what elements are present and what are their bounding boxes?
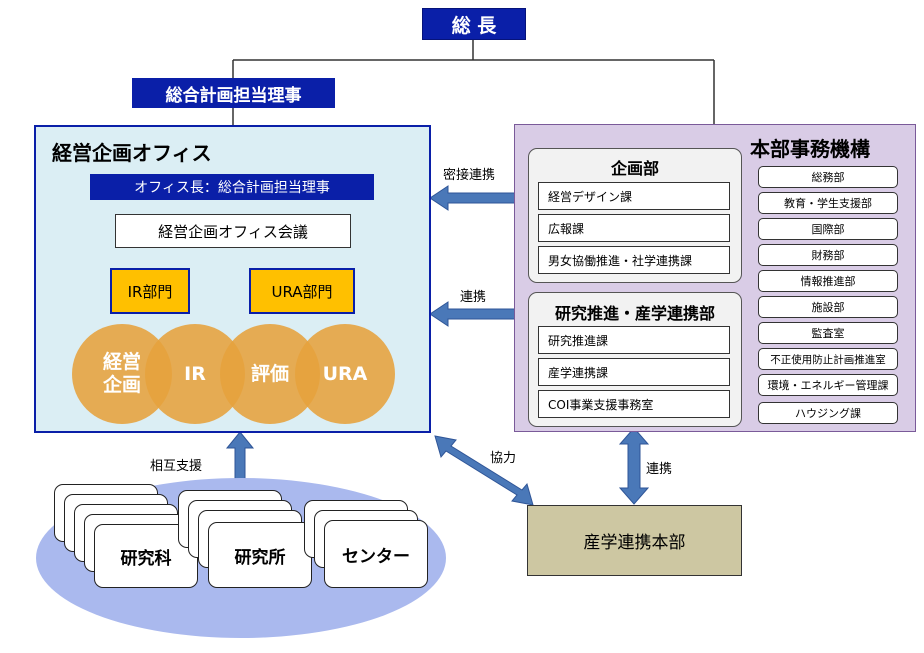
department-box-international: 国際部 — [758, 218, 898, 240]
research-title: 研究推進・産学連携部 — [554, 304, 715, 323]
unit-card-center: センター — [324, 520, 428, 588]
circle-evaluation-label: 評価 — [250, 362, 289, 385]
director-box: 総合計画担当理事 — [132, 78, 335, 108]
link-label-mutual: 相互支援 — [150, 459, 203, 474]
planning-item-design: 経営デザイン課 — [538, 182, 730, 210]
circle-management-label: 経営 企画 — [102, 351, 141, 396]
ura-department-box: URA部門 — [249, 268, 355, 314]
office-head-box: オフィス長：総合計画担当理事 — [90, 174, 374, 200]
circle-ura — [295, 324, 395, 424]
office-title: 経営企画オフィス — [52, 141, 212, 165]
link-label-coop: 連携 — [460, 290, 487, 305]
planning-title: 企画部 — [610, 159, 659, 178]
link-label-collab: 協力 — [490, 451, 517, 466]
circle-ir-label: IR — [184, 362, 206, 385]
department-box-finance: 財務部 — [758, 244, 898, 266]
president-box: 総 長 — [422, 8, 526, 40]
link-label-coop2: 連携 — [646, 462, 673, 477]
department-box-audit: 監査室 — [758, 322, 898, 344]
link-label-close: 密接連携 — [443, 168, 496, 183]
unit-card-graduate-school: 研究科 — [94, 524, 198, 588]
department-box-information: 情報推進部 — [758, 270, 898, 292]
planning-item-gender: 男女協働推進・社学連携課 — [538, 246, 730, 274]
department-box-energy: 環境・エネルギー管理課 — [758, 374, 898, 396]
research-item-coi: COI事業支援事務室 — [538, 390, 730, 418]
hq-title: 本部事務機構 — [750, 137, 870, 161]
planning-item-pr: 広報課 — [538, 214, 730, 242]
ir-department-box: IR部門 — [110, 268, 190, 314]
department-box-education: 教育・学生支援部 — [758, 192, 898, 214]
department-box-general: 総務部 — [758, 166, 898, 188]
office-meeting-box: 経営企画オフィス会議 — [115, 214, 351, 248]
research-item-industry: 産学連携課 — [538, 358, 730, 386]
research-item-promotion: 研究推進課 — [538, 326, 730, 354]
department-box-facilities: 施設部 — [758, 296, 898, 318]
department-box-housing: ハウジング課 — [758, 402, 898, 424]
circle-ura-label: URA — [322, 362, 368, 385]
industry-hq-box: 産学連携本部 — [527, 505, 742, 576]
unit-card-institute: 研究所 — [208, 522, 312, 588]
department-box-misuse-prevention: 不正使用防止計画推進室 — [758, 348, 898, 370]
